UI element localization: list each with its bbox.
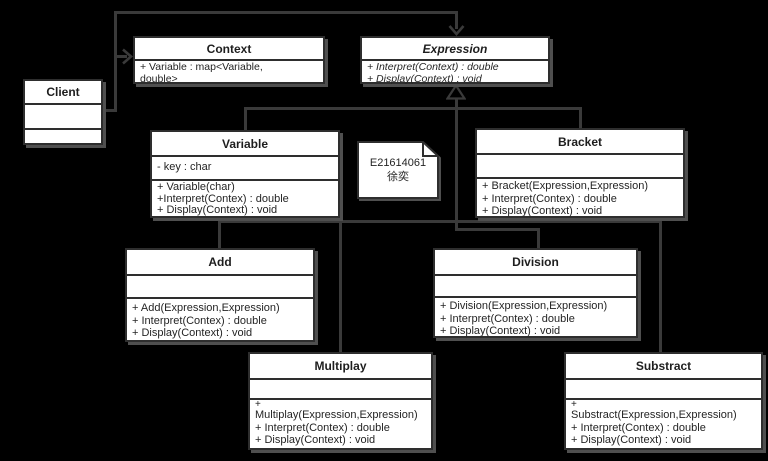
method-line: + Interpret(Contex) : double [132,314,267,327]
class-title: Add [208,255,232,269]
class-attributes-empty [127,274,313,297]
generalization-triangle-icon [446,84,466,100]
edge-client-horizontal [100,109,117,112]
method-line: + Display(Context) : void [482,205,603,217]
class-variable[interactable]: Variable - key : char + Variable(char) +… [150,130,340,218]
class-context[interactable]: Context + Variable : map<Variable, doubl… [133,36,325,84]
edge-expression-arrow-stem [455,11,458,29]
class-attributes-empty [566,378,761,398]
open-arrowhead-right-icon [122,48,133,65]
class-multiplay[interactable]: Multiplay + Multiplay(Expression,Express… [248,352,433,450]
class-title: Variable [221,136,269,151]
attribute-line: + Variable : map<Variable, [140,61,263,73]
edge-division-jog [455,228,540,231]
attribute-line: - key : char [157,161,212,173]
method-line: + Interpret(Contex) : double [440,312,575,325]
class-methods: + Interpret(Context) : double + Display(… [362,59,548,84]
class-title: Division [512,255,559,269]
note-line-2: 徐奕 [387,171,409,183]
edge-substract-drop [659,218,662,354]
class-attributes-empty [435,274,636,296]
edge-add-drop [218,220,221,250]
class-title: Bracket [557,134,603,149]
edge-top-rail [114,11,458,14]
method-line: + Display(Context) : void [255,434,376,446]
method-line: +Interpret(Contex) : double [157,192,289,205]
method-line: + Interpret(Contex) : double [571,421,706,434]
class-title: Client [46,85,80,99]
edge-generalization-trunk [455,99,458,231]
note-shape-icon [357,141,439,199]
class-division[interactable]: Division + Division(Expression,Expressio… [433,248,638,338]
method-line: + Bracket(Expression,Expression) [482,180,648,192]
note-line-1: E21614061 [369,157,427,169]
class-expression[interactable]: Expression + Interpret(Context) : double… [360,36,550,84]
class-methods: + Division(Expression,Expression) + Inte… [435,296,636,337]
method-line: Multiplay(Expression,Expression) [255,409,418,421]
edge-client-vertical [114,11,117,112]
open-arrowhead-down-icon [448,25,465,36]
method-line: + Display(Context) : void [571,434,692,446]
edge-multiplay-drop [339,220,342,354]
class-client[interactable]: Client [23,79,103,145]
class-title: Context [206,41,252,56]
method-line: + Display(Context) : void [440,325,561,337]
class-methods-empty [25,128,101,143]
class-attributes-empty [25,103,101,128]
edge-upper-rail [244,107,582,110]
class-attributes-empty [477,153,683,177]
class-title: Substract [635,359,692,373]
attribute-line: double> [140,72,178,85]
edge-bracket-drop [579,107,582,130]
note-text: E21614061 徐奕 [357,141,439,199]
method-line: + Interpret(Contex) : double [482,192,617,205]
method-line: + Interpret(Contex) : double [255,421,390,434]
class-attributes: + Variable : map<Variable, double> [135,59,323,84]
edge-division-drop [537,228,540,250]
class-attributes: - key : char [152,155,338,179]
method-line: Substract(Expression,Expression) [571,409,737,421]
method-line: + Display(Context) : void [367,72,482,85]
method-line: + Add(Expression,Expression) [132,302,280,314]
class-bracket[interactable]: Bracket + Bracket(Expression,Expression)… [475,128,685,218]
method-line: + [255,399,261,410]
class-methods: + Bracket(Expression,Expression) + Inter… [477,177,683,217]
method-line: + Interpret(Context) : double [367,61,499,73]
class-title: Expression [422,41,488,56]
edge-variable-drop [244,107,247,132]
method-line: + Variable(char) [157,181,235,193]
class-methods: + Variable(char) +Interpret(Contex) : do… [152,179,338,216]
uml-note[interactable]: E21614061 徐奕 [357,141,439,199]
class-methods: + Multiplay(Expression,Expression) + Int… [250,398,431,448]
class-add[interactable]: Add + Add(Expression,Expression) + Inter… [125,248,315,342]
class-substract[interactable]: Substract + Substract(Expression,Express… [564,352,763,450]
method-line: + Display(Context) : void [132,327,253,339]
class-methods: + Add(Expression,Expression) + Interpret… [127,297,313,340]
method-line: + Division(Expression,Expression) [440,300,608,312]
class-title: Multiplay [314,359,367,373]
edge-lower-rail [218,220,662,223]
edge-context-arrow-stem [114,55,127,58]
method-line: + [571,399,577,410]
class-methods: + Substract(Expression,Expression) + Int… [566,398,761,448]
class-attributes-empty [250,378,431,398]
method-line: + Display(Context) : void [157,204,278,216]
